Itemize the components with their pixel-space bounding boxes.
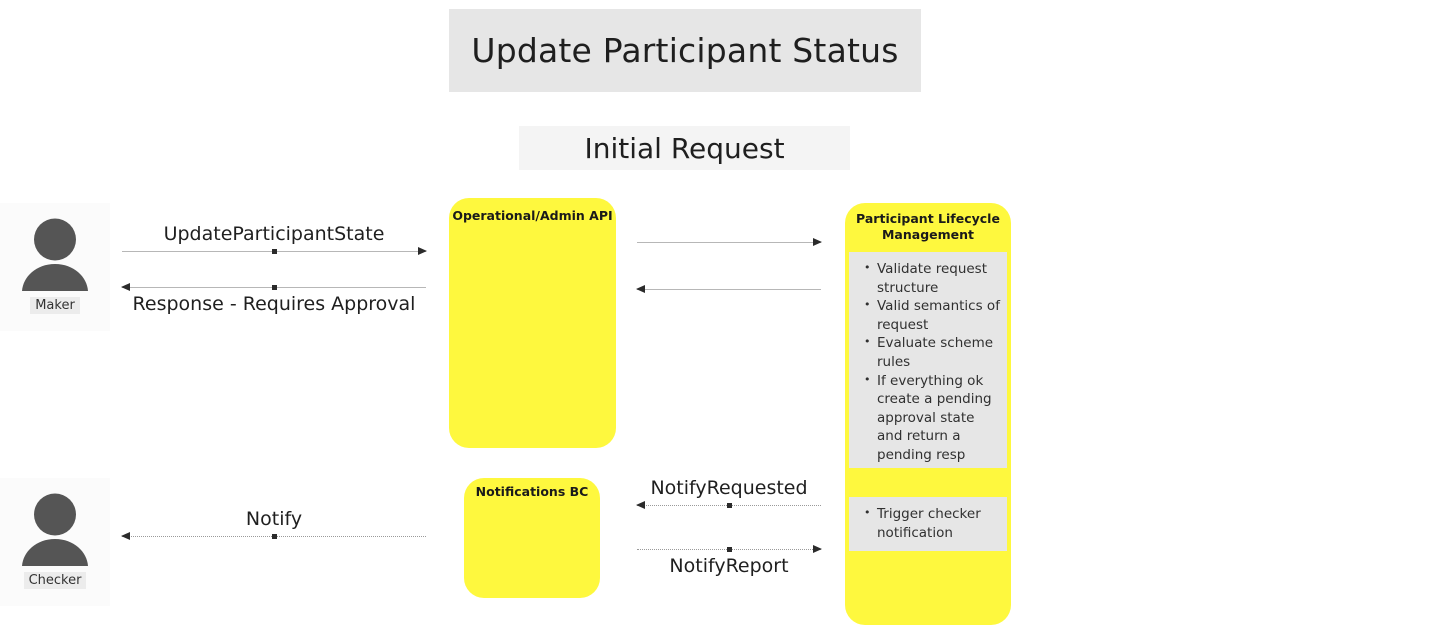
connector-label: NotifyReport — [669, 555, 789, 577]
component-notifications-bc: Notifications BC — [464, 478, 600, 598]
arrowhead-left-icon — [636, 500, 645, 509]
arrowhead-left-icon — [121, 282, 130, 291]
phase-banner: Initial Request — [519, 126, 850, 170]
component-operational-admin-api: Operational/Admin API — [449, 198, 616, 448]
note-list-validate: Validate request structure Valid semanti… — [851, 259, 1003, 465]
arrowhead-left-icon — [636, 284, 645, 293]
arrowhead-right-icon — [813, 237, 822, 246]
person-icon — [22, 493, 88, 566]
actor-maker: Maker — [0, 203, 110, 331]
connector-label: UpdateParticipantState — [163, 223, 385, 245]
actor-checker: Checker — [0, 478, 110, 606]
component-notifications-bc-title: Notifications BC — [475, 484, 589, 499]
connector-midpoint-handle[interactable] — [271, 284, 277, 290]
note-panel-trigger: Trigger checker notification — [849, 497, 1007, 551]
connector-label: NotifyRequested — [650, 477, 808, 499]
note-item: If everything ok create a pending approv… — [864, 371, 1003, 465]
connector-label: Response - Requires Approval — [132, 293, 416, 315]
note-item: Trigger checker notification — [864, 504, 1003, 542]
note-item: Valid semantics of request — [864, 296, 1003, 334]
note-item: Validate request structure — [864, 259, 1003, 297]
actor-maker-label: Maker — [30, 297, 80, 314]
connector-midpoint-handle[interactable] — [726, 502, 732, 508]
component-participant-lifecycle-management-title: Participant Lifecycle Management — [856, 211, 1000, 242]
arrowhead-left-icon — [121, 531, 130, 540]
note-panel-validate: Validate request structure Valid semanti… — [849, 252, 1007, 468]
actor-checker-label: Checker — [23, 572, 87, 589]
note-list-trigger: Trigger checker notification — [851, 504, 1003, 542]
connector-label: Notify — [245, 508, 303, 530]
note-item: Evaluate scheme rules — [864, 333, 1003, 371]
connector-midpoint-handle[interactable] — [271, 248, 277, 254]
arrowhead-right-icon — [418, 246, 427, 255]
person-icon — [22, 218, 88, 291]
connector-line — [637, 242, 821, 243]
diagram-title: Update Participant Status — [449, 9, 921, 92]
component-participant-lifecycle-management: Participant Lifecycle Management Validat… — [845, 203, 1011, 625]
component-operational-admin-api-title: Operational/Admin API — [452, 208, 613, 223]
connector-midpoint-handle[interactable] — [726, 546, 732, 552]
connector-midpoint-handle[interactable] — [271, 533, 277, 539]
arrowhead-right-icon — [813, 544, 822, 553]
connector-line — [637, 289, 821, 290]
